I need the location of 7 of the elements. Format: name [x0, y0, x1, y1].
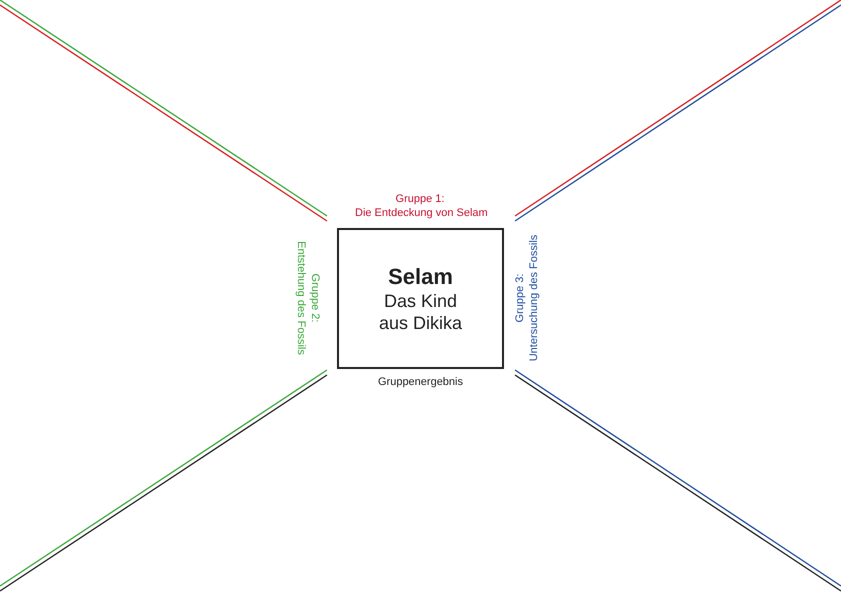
center-box	[337, 228, 504, 369]
group-label: Gruppe 1: Die Entdeckung von Selam	[355, 192, 485, 220]
group-label: Gruppe 2: Entstehung des Fossils	[294, 240, 322, 357]
node-label: Gruppenergebnis	[376, 375, 464, 389]
heading: Selam	[388, 264, 453, 290]
subtitle: Das Kind aus Dikika	[378, 290, 464, 334]
group-label: Gruppe 3: Untersuchung des Fossils	[513, 234, 541, 363]
